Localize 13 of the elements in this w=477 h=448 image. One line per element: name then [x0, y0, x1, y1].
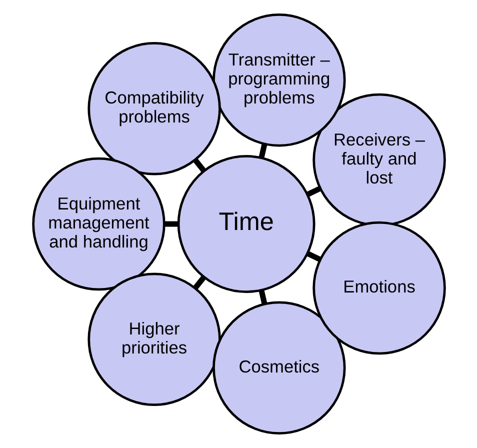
- connector: [193, 276, 206, 290]
- node-circle: Equipment management and handling: [32, 157, 165, 291]
- node-circle: Compatibility problems: [87, 42, 220, 176]
- node-circle: Higher priorities: [87, 272, 220, 406]
- connector: [258, 290, 267, 304]
- connector: [306, 186, 321, 197]
- connector: [258, 144, 267, 158]
- node-circle: Time: [176, 155, 315, 293]
- connector: [193, 158, 206, 172]
- node-circle: Emotions: [312, 221, 446, 355]
- connector: [164, 221, 178, 227]
- connector: [306, 251, 321, 262]
- node-circle: Cosmetics: [212, 301, 346, 434]
